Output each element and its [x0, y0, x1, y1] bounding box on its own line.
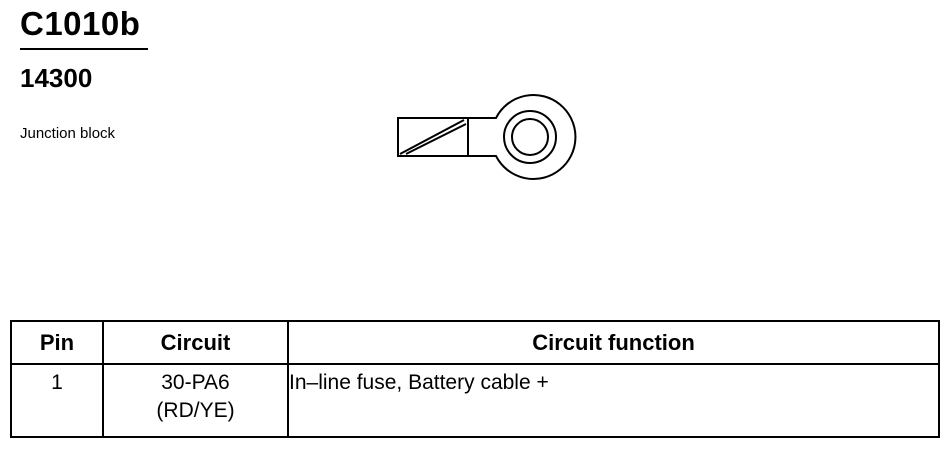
title-underline [20, 48, 148, 50]
table-row: 1 30-PA6 (RD/YE) In–line fuse, Battery c… [10, 363, 940, 438]
terminal-ring-hole [511, 118, 549, 156]
terminal-ring-outline [468, 94, 577, 180]
part-number: 14300 [20, 63, 93, 93]
wire-color: (RD/YE) [156, 399, 235, 422]
header-circuit: Circuit [102, 320, 289, 365]
ring-terminal-icon [397, 94, 577, 180]
connector-id: C1010b [20, 5, 141, 42]
header-pin: Pin [10, 320, 104, 365]
cell-circuit: 30-PA6 (RD/YE) [102, 363, 289, 438]
terminal-crimp-hatch [405, 123, 467, 155]
pin-table: Pin Circuit Circuit function 1 30-PA6 (R… [10, 320, 940, 438]
terminal-crimp-body [397, 117, 469, 157]
cell-circuit-function: In–line fuse, Battery cable + [287, 363, 940, 438]
table-header-row: Pin Circuit Circuit function [10, 320, 940, 365]
terminal-crimp-hatch [399, 119, 465, 155]
connector-description: Junction block [20, 125, 116, 142]
header-circuit-function: Circuit function [287, 320, 940, 365]
cell-pin: 1 [10, 363, 104, 438]
terminal-ring-outer-circle [503, 110, 557, 164]
circuit-number: 30-PA6 [161, 371, 230, 394]
